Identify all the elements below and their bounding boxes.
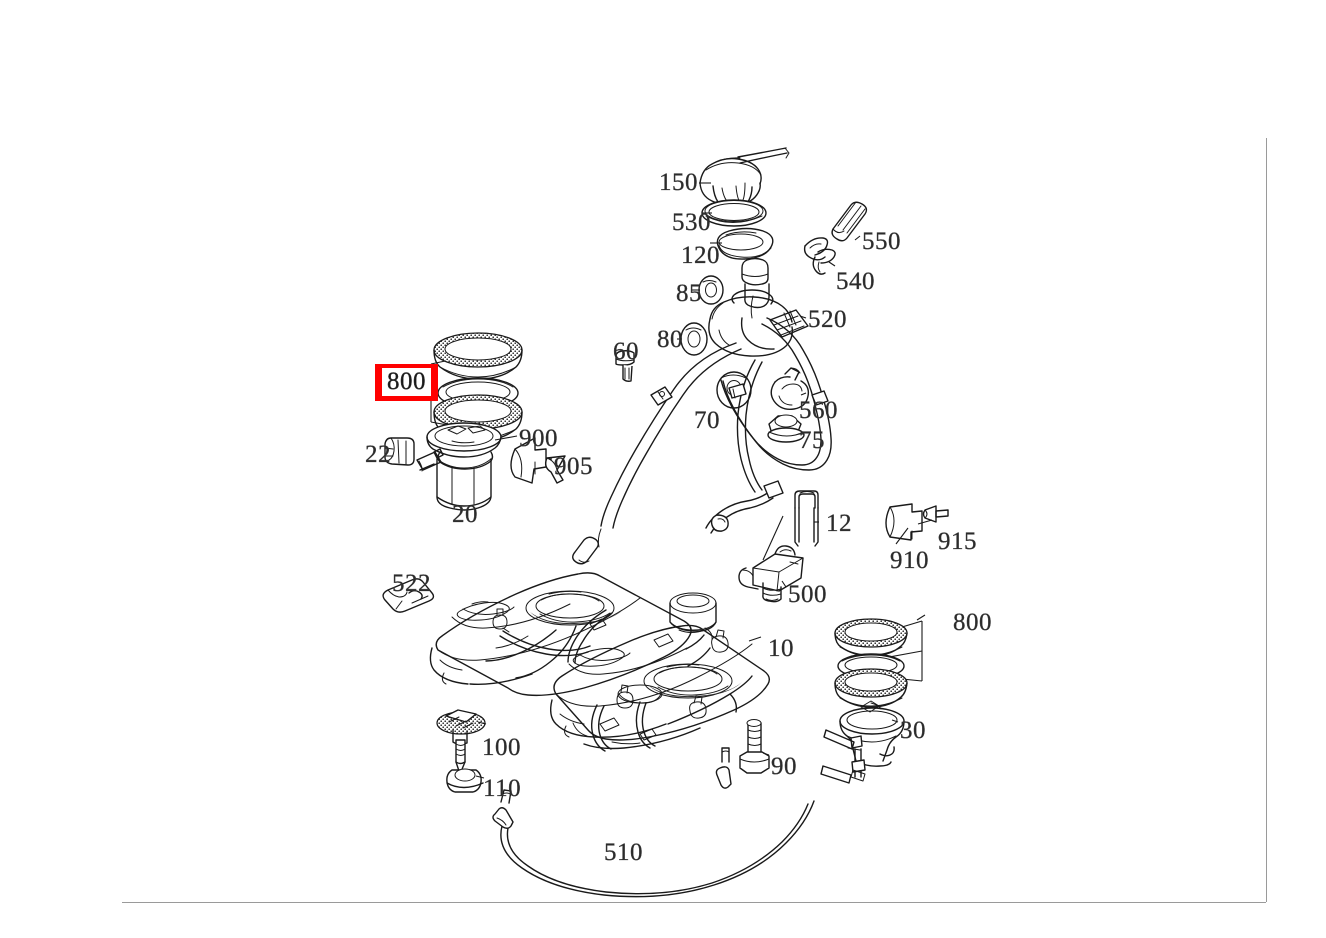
part-10-fuel-tank (429, 572, 771, 752)
part-905-plug (544, 455, 566, 484)
part-30-fuel-level-sensor (820, 700, 905, 784)
part-900-wedge (510, 437, 547, 484)
callout-560[interactable]: 560 (799, 397, 838, 424)
part-22-retainer (384, 437, 415, 466)
callout-75[interactable]: 75 (799, 427, 825, 454)
part-80-grommet (680, 322, 708, 356)
callout-520[interactable]: 520 (808, 306, 847, 333)
callout-60[interactable]: 60 (613, 338, 639, 365)
callout-550[interactable]: 550 (862, 228, 901, 255)
part-910-clip (885, 503, 923, 541)
frame-vertical-rule (1266, 138, 1267, 902)
part-510-vent-line (492, 747, 815, 898)
callout-12[interactable]: 12 (826, 510, 852, 537)
callout-900[interactable]: 900 (519, 425, 558, 452)
callout-522[interactable]: 522 (392, 570, 431, 597)
callout-22[interactable]: 22 (365, 441, 391, 468)
part-85-grommet (698, 275, 724, 305)
leader-lines (475, 182, 933, 779)
part-540-clip (803, 237, 836, 275)
callout-530[interactable]: 530 (672, 209, 711, 236)
callout-120[interactable]: 120 (681, 242, 720, 269)
part-522-clip (382, 578, 435, 613)
part-110-cap-nut (446, 768, 484, 793)
callout-110[interactable]: 110 (483, 775, 522, 802)
callout-30[interactable]: 30 (900, 717, 926, 744)
part-75-nut (767, 414, 805, 443)
callout-905[interactable]: 905 (554, 453, 593, 480)
callout-150[interactable]: 150 (659, 169, 698, 196)
callout-500[interactable]: 500 (788, 581, 827, 608)
part-800-seal-ring-set-right (834, 618, 923, 708)
part-90-bolt (739, 719, 770, 774)
part-100-screw (436, 709, 486, 775)
callout-80[interactable]: 80 (657, 326, 683, 353)
part-560-clamp (770, 367, 810, 411)
part-550-sleeve (831, 201, 868, 242)
frame-horizontal-rule (122, 902, 1266, 903)
callout-510[interactable]: 510 (604, 839, 643, 866)
part-530-seal-ring (701, 199, 767, 227)
callout-70[interactable]: 70 (694, 407, 720, 434)
part-500-pressure-sensor (738, 545, 804, 603)
part-520-valve-unit (708, 257, 809, 357)
part-150-filler-neck (699, 147, 790, 210)
callout-800-selected-number: 800 (382, 368, 431, 396)
callout-915[interactable]: 915 (938, 528, 977, 555)
part-915-pin (922, 505, 949, 523)
callout-85[interactable]: 85 (676, 280, 702, 307)
callout-10[interactable]: 10 (768, 635, 794, 662)
part-800-seal-ring-set-left (430, 332, 523, 442)
callout-20[interactable]: 20 (452, 501, 478, 528)
callout-540[interactable]: 540 (836, 268, 875, 295)
callout-90[interactable]: 90 (771, 753, 797, 780)
part-12-bracket (794, 490, 819, 547)
callout-100[interactable]: 100 (482, 734, 521, 761)
fuel-lines (572, 317, 832, 565)
callout-800-right[interactable]: 800 (953, 609, 992, 636)
callout-910[interactable]: 910 (890, 547, 929, 574)
callout-800-selected[interactable]: 800 (375, 364, 438, 401)
part-60-bolt (615, 350, 635, 382)
part-120-seal (716, 227, 774, 260)
part-20-fuel-pump (416, 422, 502, 511)
